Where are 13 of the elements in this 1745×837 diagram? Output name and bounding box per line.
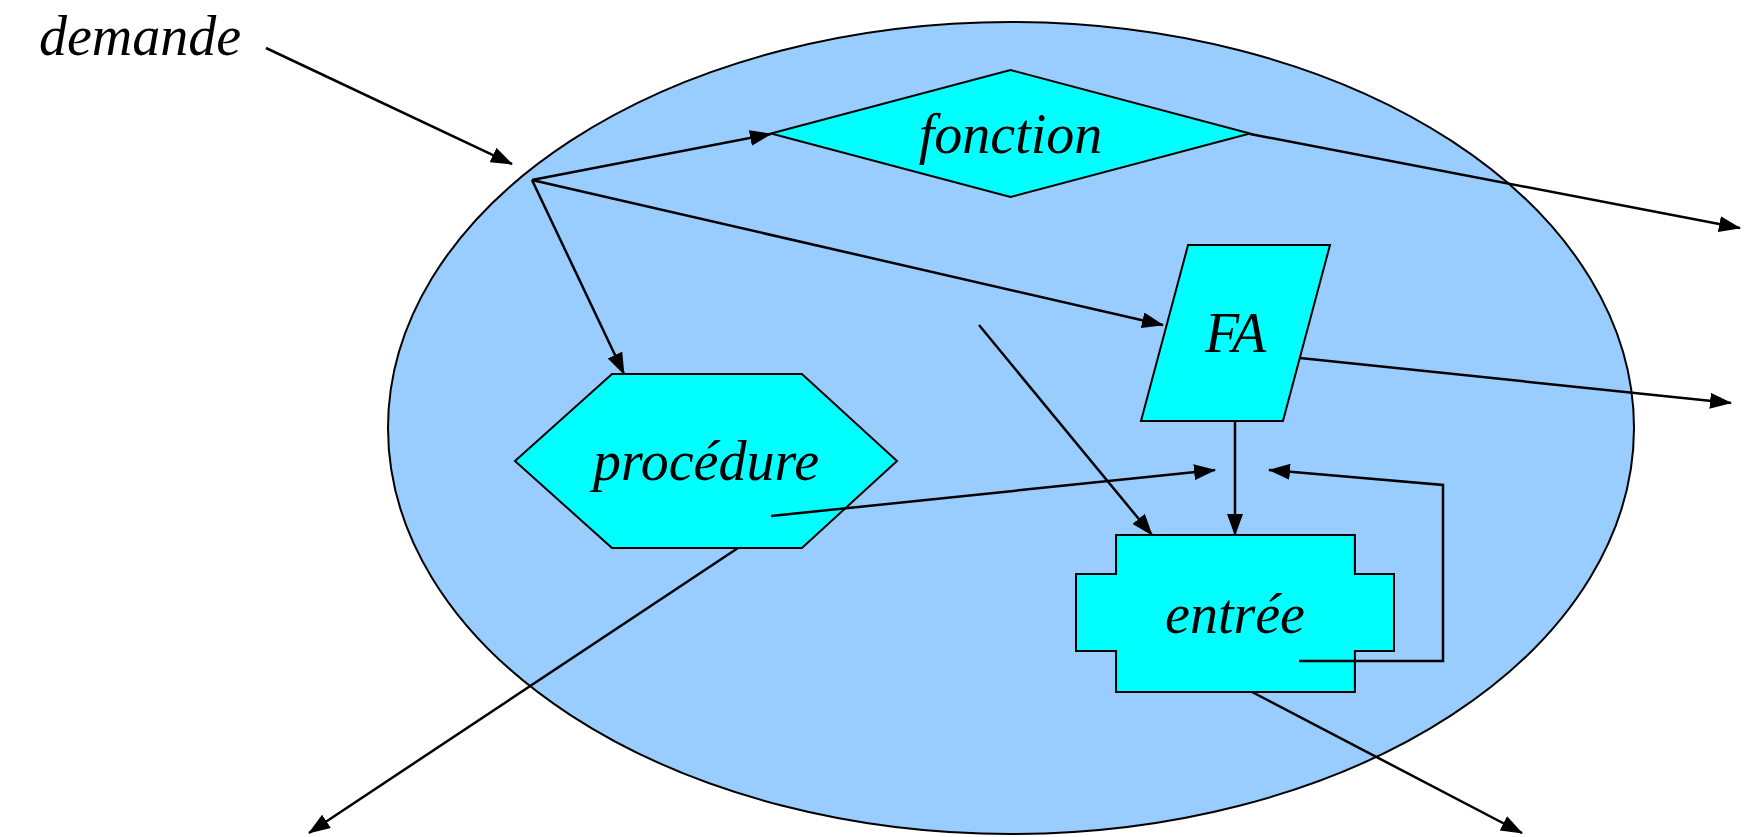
arrow bbox=[1299, 356, 1732, 409]
arrow bbox=[531, 178, 1164, 329]
shape-label: entrée bbox=[1165, 585, 1305, 642]
shape-label: FA bbox=[1204, 305, 1267, 361]
arrow bbox=[1268, 463, 1445, 663]
arrow bbox=[1249, 132, 1741, 232]
arrow bbox=[978, 324, 1153, 536]
arrow bbox=[1227, 421, 1243, 536]
arrow bbox=[530, 179, 626, 375]
arrow bbox=[265, 46, 513, 166]
arrow bbox=[531, 130, 772, 182]
arrow bbox=[770, 464, 1216, 518]
input-label: demande bbox=[38, 8, 242, 64]
